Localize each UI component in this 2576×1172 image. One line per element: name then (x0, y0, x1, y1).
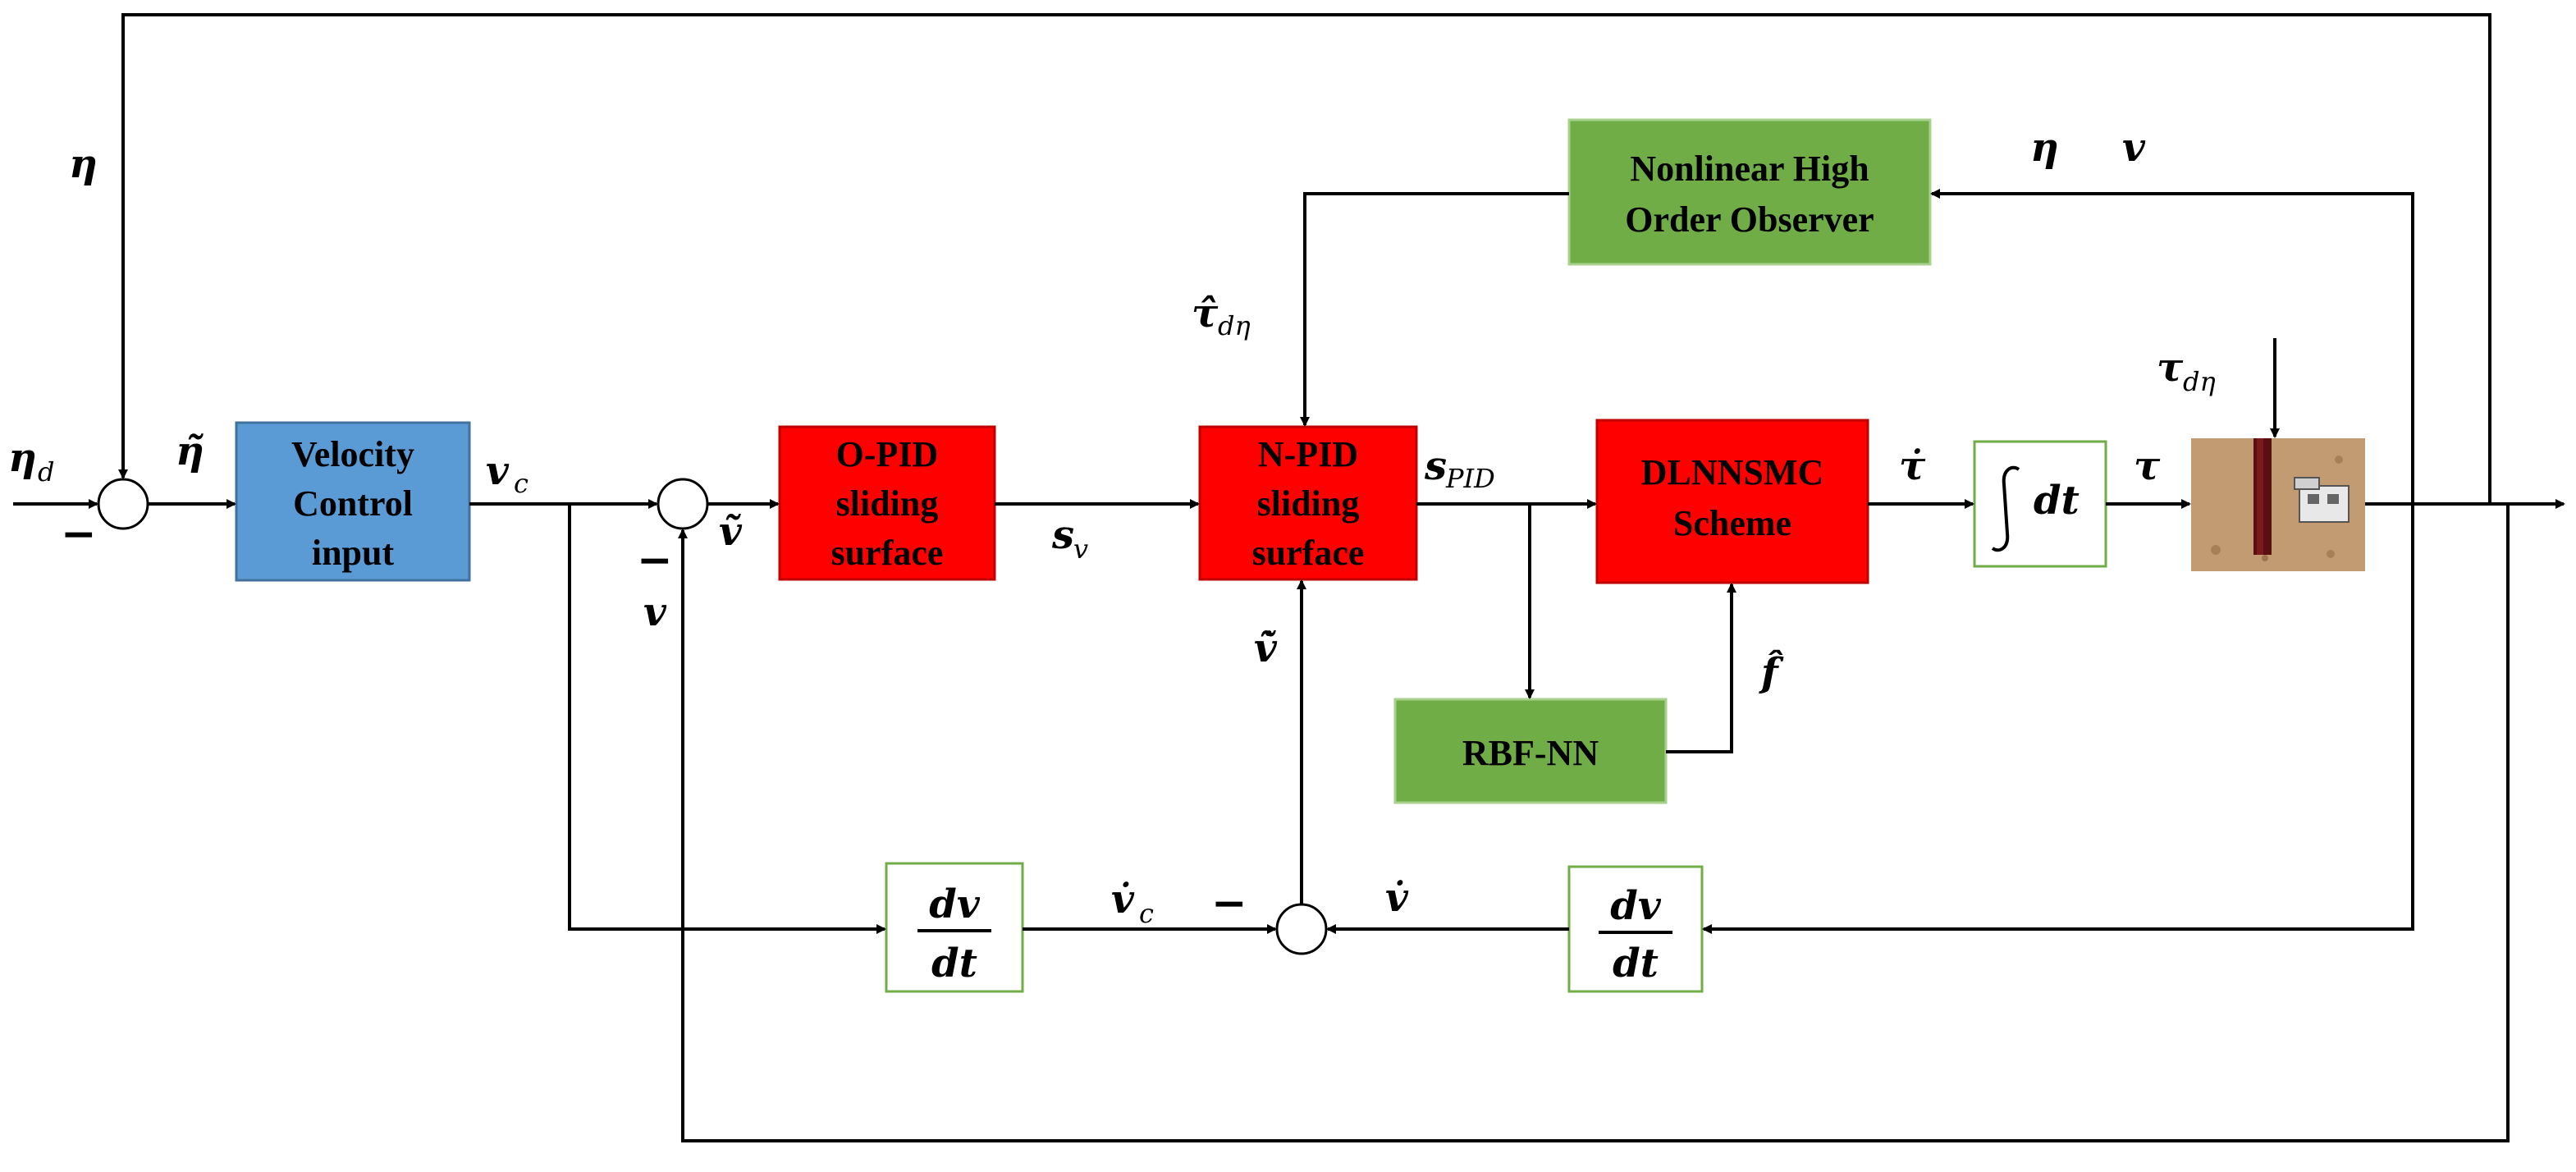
label-vc-dot-sub: c (1139, 898, 1154, 929)
label-observer-v: v (2122, 125, 2146, 171)
label-v-tilde: ṽ (719, 509, 743, 555)
label-tau-d-sub: dη (2183, 366, 2216, 397)
derivative-vc-block: dv dt (885, 862, 1024, 993)
minus-sign-accel: − (1211, 879, 1247, 928)
integrator-block: dt (1973, 440, 2107, 568)
npid-line-3: surface (1252, 533, 1365, 573)
label-f-hat: f̂ (1759, 648, 1784, 696)
label-v-c-sub: c (514, 468, 528, 499)
integrator-dt: dt (2034, 478, 2080, 524)
deriv-v-denominator: dt (1613, 941, 1659, 987)
label-eta-tilde: η̃ (176, 428, 204, 474)
label-tau-d: τ (2157, 345, 2184, 391)
velocity-control-block: Velocity Control input (235, 421, 471, 582)
velocity-control-line-1: Velocity (291, 434, 414, 474)
label-tau-hat: τ̂ (1192, 291, 1219, 336)
deriv-vc-denominator: dt (931, 941, 977, 987)
opid-line-1: O-PID (836, 434, 939, 474)
label-tau-dot: τ̇ (1899, 443, 1926, 489)
nonlinear-high-order-observer-block: Nonlinear High Order Observer (1567, 118, 1932, 266)
minus-sign-velocity: − (637, 536, 673, 585)
label-v-tilde-dot: ṽ̇ (1254, 625, 1278, 671)
sum-junction-accel (1275, 903, 1328, 955)
npid-sliding-surface-block: N-PID sliding surface (1198, 425, 1418, 581)
npid-line-1: N-PID (1258, 434, 1358, 474)
dlnnsmc-line-1: DLNNSMC (1641, 452, 1823, 492)
derivative-v-block: dv dt (1567, 865, 1704, 993)
opid-sliding-surface-block: O-PID sliding surface (778, 425, 996, 581)
velocity-control-line-2: Control (293, 483, 413, 524)
label-s-v-sub: v (1073, 533, 1088, 565)
sum-junction-eta (97, 478, 149, 530)
rbf-nn-block: RBF-NN (1393, 698, 1668, 804)
vehicle-plant-image (2191, 438, 2365, 571)
label-v-feedback: v (643, 589, 667, 635)
label-v-c: v (486, 448, 510, 494)
opid-line-2: sliding (836, 483, 939, 524)
label-eta-top: η (69, 141, 98, 187)
sum-junction-velocity (657, 478, 709, 530)
label-s-pid-sub: PID (1445, 463, 1495, 494)
dlnnsmc-line-2: Scheme (1673, 503, 1791, 543)
label-v-dot: v̇ (1385, 875, 1409, 921)
npid-line-2: sliding (1257, 483, 1360, 524)
dlnnsmc-scheme-block: DLNNSMC Scheme (1595, 419, 1869, 584)
label-eta-d-sub: d (38, 456, 54, 488)
label-observer-eta: η (2030, 125, 2059, 171)
label-tau: τ (2134, 443, 2161, 489)
observer-line-2: Order Observer (1625, 199, 1874, 240)
rbf-nn-label: RBF-NN (1462, 733, 1599, 773)
observer-line-1: Nonlinear High (1630, 149, 1869, 189)
label-eta-d: η (8, 435, 37, 481)
deriv-vc-numerator: dv (929, 881, 981, 927)
opid-line-3: surface (831, 533, 944, 573)
velocity-control-line-3: input (312, 533, 395, 573)
label-vc-dot: v̇ (1111, 877, 1135, 922)
label-s-pid: s (1424, 443, 1447, 489)
label-tau-hat-sub: dη (1218, 310, 1251, 341)
minus-sign-eta: − (61, 510, 97, 559)
integral-sign (1991, 465, 2020, 552)
label-s-v: s (1051, 512, 1074, 558)
deriv-v-numerator: dv (1610, 883, 1662, 929)
connection-lines (13, 13, 2565, 1142)
